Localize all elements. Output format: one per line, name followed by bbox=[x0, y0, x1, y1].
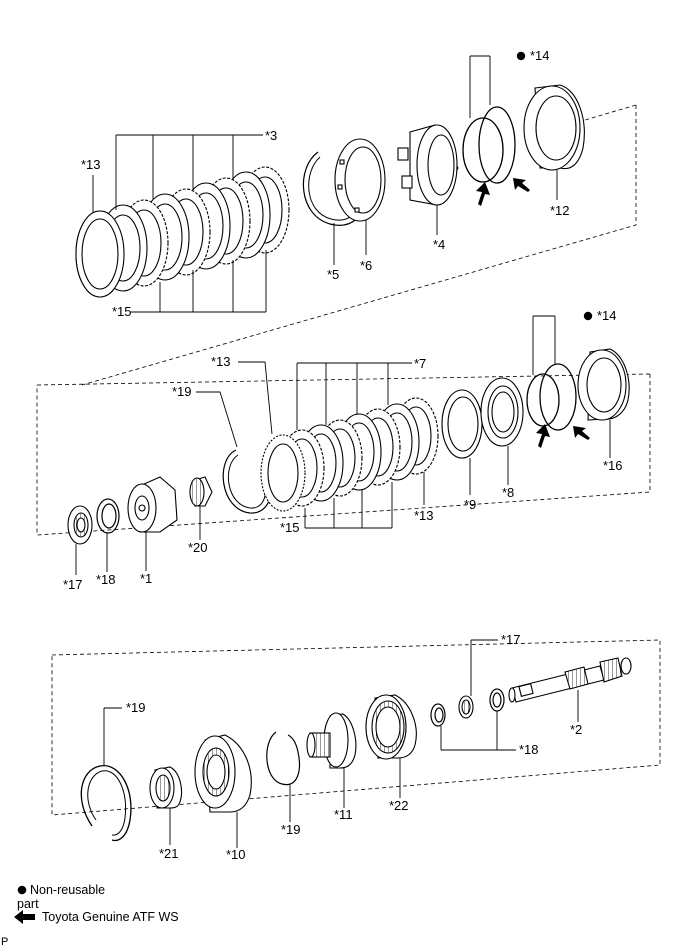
gear-10 bbox=[194, 734, 252, 813]
clutch-pack-middle bbox=[260, 397, 439, 512]
plates-upper-stack bbox=[75, 166, 290, 298]
legend bbox=[14, 885, 35, 924]
ring-gear-22 bbox=[365, 694, 417, 760]
callout-18-lower: *18 bbox=[519, 742, 539, 757]
callout-20: *20 bbox=[188, 540, 208, 555]
washer-18-lower-a bbox=[430, 703, 446, 727]
callout-1: *1 bbox=[140, 571, 152, 586]
legend-atf-label: Toyota Genuine ATF WS bbox=[42, 910, 179, 924]
callout-4: *4 bbox=[433, 237, 445, 252]
callout-15-middle: *15 bbox=[280, 520, 300, 535]
callout-17-lower: *17 bbox=[501, 632, 521, 647]
callout-15-upper: *15 bbox=[112, 304, 132, 319]
atf-arrow-icon bbox=[14, 910, 35, 924]
sleeve-16 bbox=[577, 348, 630, 421]
input-shaft-2 bbox=[508, 657, 632, 703]
callout-22: *22 bbox=[389, 798, 409, 813]
callout-19-middle: *19 bbox=[172, 384, 192, 399]
callout-3: *3 bbox=[265, 128, 277, 143]
callout-7: *7 bbox=[414, 356, 426, 371]
callout-8: *8 bbox=[502, 485, 514, 500]
callout-19-small: *19 bbox=[281, 822, 301, 837]
callout-21: *21 bbox=[159, 846, 179, 861]
non-reusable-marker-icon bbox=[516, 51, 593, 321]
footer-code: P bbox=[1, 936, 9, 948]
callout-2: *2 bbox=[570, 722, 582, 737]
bearing-17 bbox=[67, 505, 93, 545]
legend-non-reusable-label: Non-reusable bbox=[30, 883, 106, 897]
callout-14-upper: *14 bbox=[530, 48, 550, 63]
piston-4 bbox=[397, 124, 459, 206]
callout-5: *5 bbox=[327, 267, 339, 282]
bearing-21 bbox=[149, 766, 183, 809]
atf-arrow-icon bbox=[476, 178, 530, 206]
callout-13-right: *13 bbox=[414, 508, 434, 523]
clutch-pack-upper bbox=[75, 166, 290, 298]
callout-11: *11 bbox=[334, 807, 353, 822]
washer-18-lower-b bbox=[489, 688, 505, 712]
callout-16: *16 bbox=[603, 458, 623, 473]
callout-12: *12 bbox=[550, 203, 570, 218]
sleeve-12 bbox=[523, 84, 585, 171]
panel-outlines bbox=[36, 104, 661, 816]
callout-17-upper: *17 bbox=[63, 577, 83, 592]
callout-18-upper: *18 bbox=[96, 572, 116, 587]
snap-ring-19-small bbox=[266, 731, 301, 786]
planetary-carrier-1 bbox=[127, 476, 178, 533]
o-rings-14-lower bbox=[526, 363, 577, 431]
o-rings-14-upper bbox=[462, 106, 516, 184]
leader-lines bbox=[75, 55, 611, 848]
callout-10: *10 bbox=[226, 847, 246, 862]
bearing-17-lower bbox=[458, 695, 474, 719]
non-reusable-icon bbox=[17, 885, 27, 895]
callout-labels: *3 *13 *14 *15 *5 *6 *4 *12 *14 *7 *13 *… bbox=[63, 48, 623, 862]
plate-6 bbox=[334, 138, 386, 222]
atf-arrow-icon bbox=[536, 424, 590, 448]
callout-13-upper: *13 bbox=[81, 157, 101, 172]
callout-13-middle: *13 bbox=[211, 354, 231, 369]
callout-9: *9 bbox=[464, 497, 476, 512]
callout-6: *6 bbox=[360, 258, 372, 273]
plate-9 bbox=[441, 389, 483, 459]
piston-8 bbox=[480, 377, 524, 447]
legend-non-reusable-label-2: part bbox=[17, 897, 39, 911]
sun-gear-11 bbox=[306, 712, 357, 769]
snap-ring-19-lower bbox=[80, 765, 132, 842]
callout-14-middle: *14 bbox=[597, 308, 617, 323]
needle-bearing-20 bbox=[189, 476, 213, 507]
callout-19-lower: *19 bbox=[126, 700, 146, 715]
washer-18-upper bbox=[96, 498, 120, 534]
